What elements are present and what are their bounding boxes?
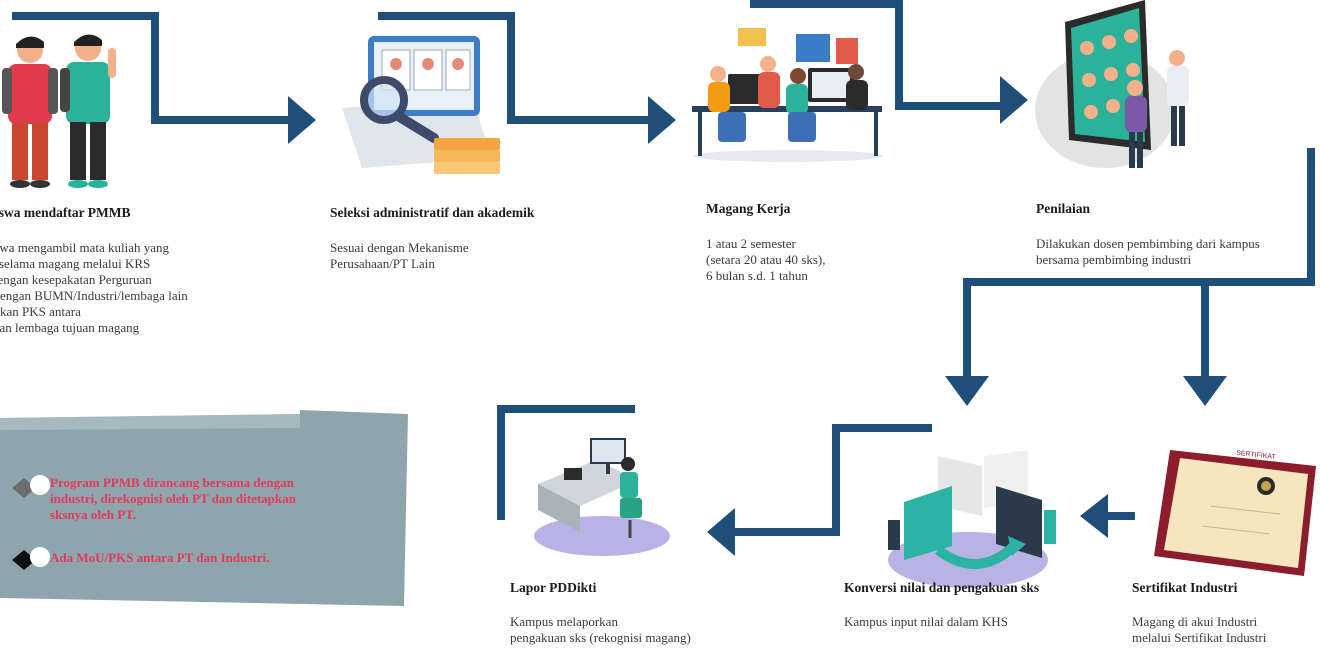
step-description: Kampus melaporkan pengakuan sks (rekogni… [510,614,691,645]
step-description: Dilakukan dosen pembimbing dari kampus b… [1036,236,1260,267]
arrow-left-icon [1080,494,1108,538]
arrow-left-icon [707,508,735,556]
bullet-icon [12,475,50,498]
students-illustration [2,34,116,188]
step-title: Penilaian [1036,201,1091,216]
bullet-icon [12,547,50,570]
step-description: Sesuai dengan Mekanisme Perusahaan/PT La… [330,240,469,271]
step-certificate: Sertifikat Industri Magang di akui Indus… [1132,580,1266,646]
note-ppmb: Program PPMB dirancang bersama dengan in… [50,475,296,522]
step-selection: Seleksi administratif dan akademik Sesua… [330,205,534,272]
step-internship: Magang Kerja 1 atau 2 semester (setara 2… [706,201,826,284]
conversion-illustration [888,450,1056,588]
step-title: Mahasiswa mendaftar PMMB [0,205,131,220]
step-title: Sertifikat Industri [1132,580,1238,595]
note-panel [0,410,408,606]
step-title: Konversi nilai dan pengakuan sks [844,580,1040,595]
step-report: Lapor PDDikti Kampus melaporkan pengakua… [510,580,691,646]
step-description: Mahasiswa mengambil mata kuliah yang dia… [0,240,188,335]
step-title: Magang Kerja [706,201,791,216]
step-title: Seleksi administratif dan akademik [330,205,535,220]
certificate-illustration [1154,450,1316,576]
team-work-illustration [692,28,883,162]
step-assessment: Penilaian Dilakukan dosen pembimbing dar… [1036,201,1260,268]
step-description: 1 atau 2 semester (setara 20 atau 40 sks… [706,236,826,283]
step-title: Lapor PDDikti [510,580,597,595]
step-description: Kampus input nilai dalam KHS [844,614,1008,629]
selection-illustration [342,36,500,174]
arrow-right-icon [648,96,676,144]
step-register: Mahasiswa mendaftar PMMB Mahasiswa menga… [0,205,188,336]
assessment-illustration [1035,0,1189,168]
arrow-down-icon [1183,376,1227,406]
note-mou: Ada MoU/PKS antara PT dan Industri. [50,550,270,565]
step-conversion: Konversi nilai dan pengakuan sks Kampus … [844,580,1039,630]
arrow-down-icon [945,376,989,406]
arrow-right-icon [1000,76,1028,124]
workstation-illustration [534,438,670,556]
arrow-right-icon [288,96,316,144]
step-description: Magang di akui Industri melalui Sertifik… [1132,614,1267,645]
